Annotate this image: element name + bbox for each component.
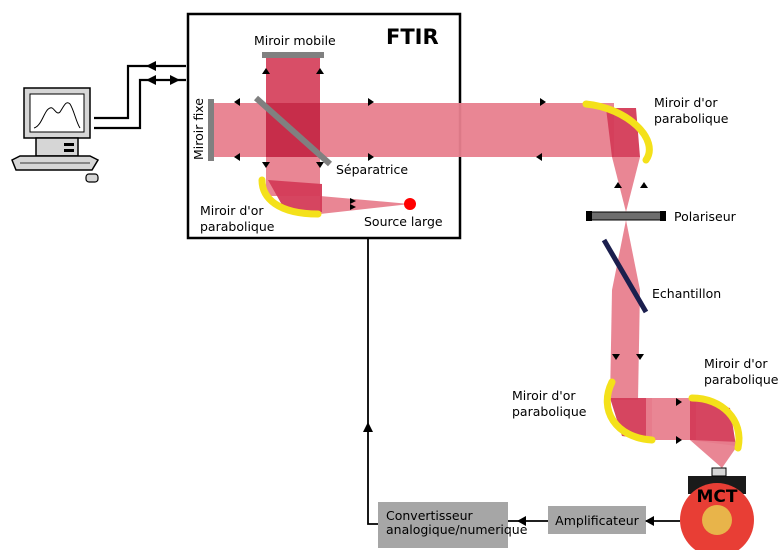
label-miroir-or-right-1: Miroir d'or (704, 356, 768, 371)
cable-arrow-in-2 (146, 75, 156, 85)
convertisseur-label-1: Convertisseur (386, 508, 474, 523)
wire-arrow-2 (517, 516, 526, 526)
beam-arrows (234, 68, 682, 444)
convertisseur-label-2: analogique/numerique (386, 522, 528, 537)
data-cables (94, 64, 186, 130)
label-polariseur: Polariseur (674, 209, 737, 224)
mct-detector (680, 467, 754, 550)
label-miroir-mobile: Miroir mobile (254, 33, 336, 48)
label-miroir-fixe: Miroir fixe (191, 98, 206, 160)
convertisseur-box (378, 502, 508, 548)
polariseur-element (587, 211, 665, 221)
separatrice-mirror (254, 95, 332, 167)
miroir-mobile-mirror (262, 52, 324, 58)
label-miroir-or-left-1: Miroir d'or (512, 388, 576, 403)
label-miroir-or-top-2: parabolique (654, 111, 729, 126)
amplificateur-label: Amplificateur (555, 513, 640, 528)
label-source-large: Source large (364, 214, 443, 229)
label-separatrice: Séparatrice (336, 162, 408, 177)
label-echantillon: Echantillon (652, 286, 721, 301)
source-point (404, 198, 416, 210)
label-miroir-or-left-2: parabolique (512, 404, 587, 419)
miroir-fixe-mirror (208, 99, 214, 161)
echantillon-element (601, 238, 649, 314)
label-miroir-or-ftir-2: parabolique (200, 219, 275, 234)
label-miroir-or-ftir-1: Miroir d'or (200, 203, 264, 218)
cable-arrow-in (170, 75, 180, 85)
label-miroir-or-right-2: parabolique (704, 372, 779, 387)
mct-label: MCT (697, 487, 738, 507)
cable-arrow-out (146, 61, 156, 71)
label-miroir-or-top-1: Miroir d'or (654, 95, 718, 110)
ftir-title: FTIR (386, 25, 439, 49)
amplificateur-box (548, 506, 646, 534)
computer-icon (11, 87, 100, 171)
gold-mirrors (258, 100, 743, 452)
beam-paths (212, 56, 740, 468)
mouse-icon (85, 173, 99, 183)
wire-arrow-1 (645, 516, 654, 526)
wire-arrow-3 (363, 422, 373, 432)
